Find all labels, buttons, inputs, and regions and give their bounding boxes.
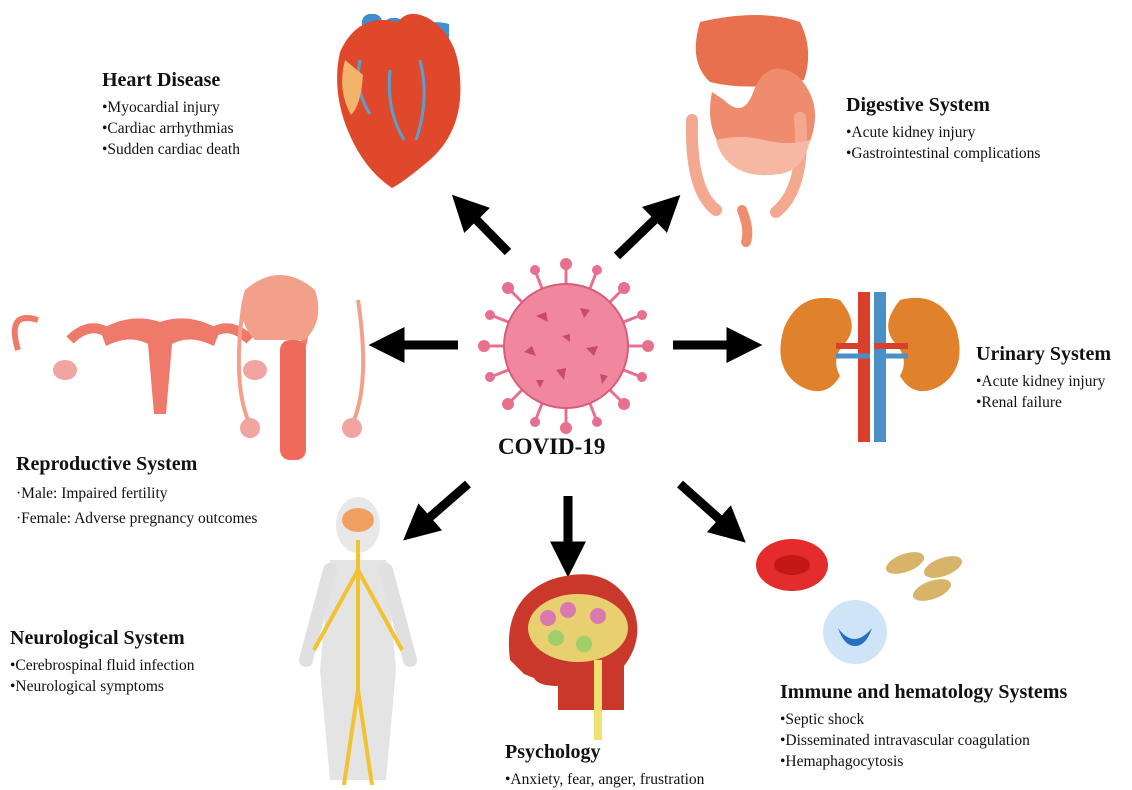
list-item: •Acute kidney injury bbox=[846, 122, 1040, 143]
list-item: •Myocardial injury bbox=[102, 97, 240, 118]
arrow-to-heart bbox=[462, 205, 508, 252]
immune-hematology-list: •Septic shock •Disseminated intravascula… bbox=[780, 709, 1067, 772]
psychology-list: •Anxiety, fear, anger, frustration bbox=[505, 769, 704, 790]
list-item: •Sudden cardiac death bbox=[102, 139, 240, 160]
neurological-system-list: •Cerebrospinal fluid infection •Neurolog… bbox=[10, 655, 195, 697]
psychology-title: Psychology bbox=[505, 741, 704, 763]
list-item: ·Female: Adverse pregnancy outcomes bbox=[16, 506, 257, 531]
neurological-system-block: Neurological System •Cerebrospinal fluid… bbox=[10, 627, 195, 697]
list-item: ·Male: Impaired fertility bbox=[16, 481, 257, 506]
human-nervous-system-icon bbox=[306, 497, 410, 785]
list-item: •Disseminated intravascular coagulation bbox=[780, 730, 1067, 751]
arrow-to-immune bbox=[680, 484, 735, 533]
digestive-icon bbox=[692, 15, 815, 242]
heart-disease-block: Heart Disease •Myocardial injury •Cardia… bbox=[102, 69, 240, 160]
list-item: •Neurological symptoms bbox=[10, 676, 195, 697]
immune-hematology-block: Immune and hematology Systems •Septic sh… bbox=[780, 681, 1067, 772]
list-item: •Acute kidney injury bbox=[976, 371, 1111, 392]
digestive-system-title: Digestive System bbox=[846, 94, 1040, 116]
reproductive-system-title: Reproductive System bbox=[16, 453, 257, 475]
psychology-block: Psychology •Anxiety, fear, anger, frustr… bbox=[505, 741, 704, 790]
neurological-system-title: Neurological System bbox=[10, 627, 195, 649]
list-item: •Hemaphagocytosis bbox=[780, 751, 1067, 772]
list-item: •Anxiety, fear, anger, frustration bbox=[505, 769, 704, 790]
list-item: •Gastrointestinal complications bbox=[846, 143, 1040, 164]
heart-icon bbox=[337, 14, 460, 188]
list-item: •Cardiac arrhythmias bbox=[102, 118, 240, 139]
urinary-system-title: Urinary System bbox=[976, 343, 1111, 365]
kidney-icon bbox=[780, 292, 959, 442]
heart-disease-title: Heart Disease bbox=[102, 69, 240, 91]
list-item: •Septic shock bbox=[780, 709, 1067, 730]
list-item: •Renal failure bbox=[976, 392, 1111, 413]
center-label: COVID-19 bbox=[498, 434, 605, 460]
heart-disease-list: •Myocardial injury •Cardiac arrhythmias … bbox=[102, 97, 240, 160]
virus-icon bbox=[478, 258, 654, 434]
blood-cells-icon bbox=[756, 539, 965, 664]
reproductive-system-block: Reproductive System ·Male: Impaired fert… bbox=[16, 453, 257, 531]
head-brain-icon bbox=[509, 574, 637, 740]
reproductive-system-list: ·Male: Impaired fertility ·Female: Adver… bbox=[16, 481, 257, 531]
list-item: •Cerebrospinal fluid infection bbox=[10, 655, 195, 676]
digestive-system-list: •Acute kidney injury •Gastrointestinal c… bbox=[846, 122, 1040, 164]
arrow-to-digestive bbox=[617, 205, 670, 256]
arrow-to-neurological bbox=[414, 484, 468, 531]
urinary-system-list: •Acute kidney injury •Renal failure bbox=[976, 371, 1111, 413]
immune-hematology-title: Immune and hematology Systems bbox=[780, 681, 1067, 703]
digestive-system-block: Digestive System •Acute kidney injury •G… bbox=[846, 94, 1040, 164]
urinary-system-block: Urinary System •Acute kidney injury •Ren… bbox=[976, 343, 1111, 413]
